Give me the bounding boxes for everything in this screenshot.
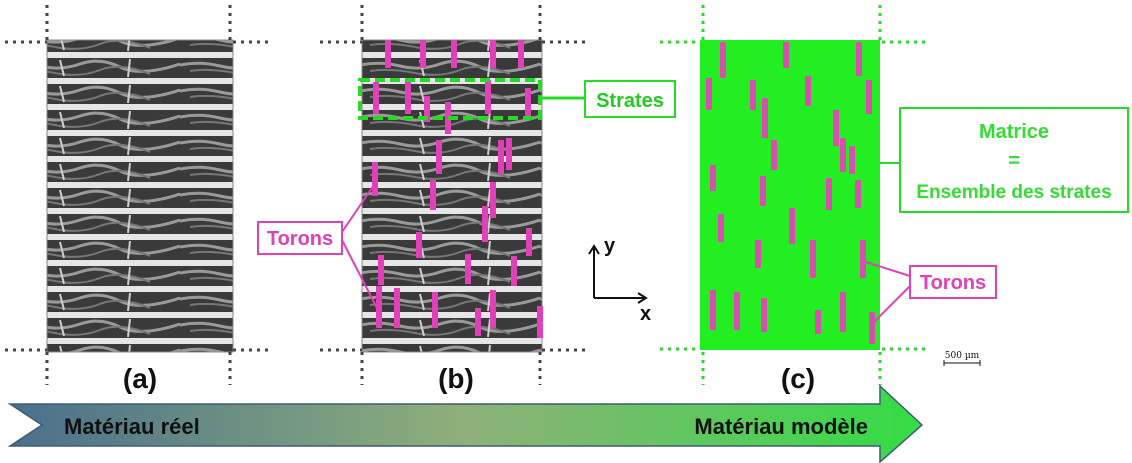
strates-label-box [584, 80, 676, 118]
torons-label-b: Torons [267, 228, 333, 250]
matrice-line2: = [1008, 150, 1020, 172]
panel-a-caption: (a) [123, 363, 157, 394]
panel-a-micrograph [46, 39, 234, 353]
panel-b-caption: (b) [438, 363, 474, 394]
matrice-line3: Ensemble des strates [916, 182, 1111, 203]
panel-a-guide-lines [5, 5, 272, 385]
panel-c-guide-lines [660, 5, 925, 385]
matrice-label-box [899, 107, 1129, 213]
torons-label-box-b [257, 221, 343, 255]
panel-a: (a) [5, 5, 272, 394]
progression-arrow-shape [7, 384, 924, 463]
torons-connectors-c [865, 261, 911, 325]
y-axis-label: y [604, 235, 616, 257]
axes-indicator [588, 244, 648, 304]
torons-connectors-b [341, 181, 379, 311]
panel-b-guide-lines [320, 5, 585, 385]
panel-c: Matrice = Ensemble des strates Torons (c… [660, 5, 1129, 394]
arrow-left-label: Matériau réel [64, 414, 200, 439]
panel-b-micrograph [361, 39, 543, 353]
matrice-line1: Matrice [979, 121, 1049, 143]
panel-c-torons [706, 42, 875, 344]
panel-b-torons [372, 40, 543, 338]
panel-c-caption: (c) [781, 363, 815, 394]
strates-label: Strates [596, 90, 664, 112]
torons-label-box-c [909, 265, 997, 299]
panel-b: Strates Torons (b) [257, 5, 676, 394]
progression-arrow: Matériau réel Matériau modèle [7, 384, 924, 463]
panel-c-model [700, 40, 880, 350]
x-axis-label: x [640, 303, 651, 325]
arrow-right-label: Matériau modèle [694, 414, 868, 439]
scale-bar-label: 500 µm [945, 351, 980, 361]
scale-bar: 500 µm [943, 351, 981, 366]
torons-label-c: Torons [920, 272, 986, 294]
